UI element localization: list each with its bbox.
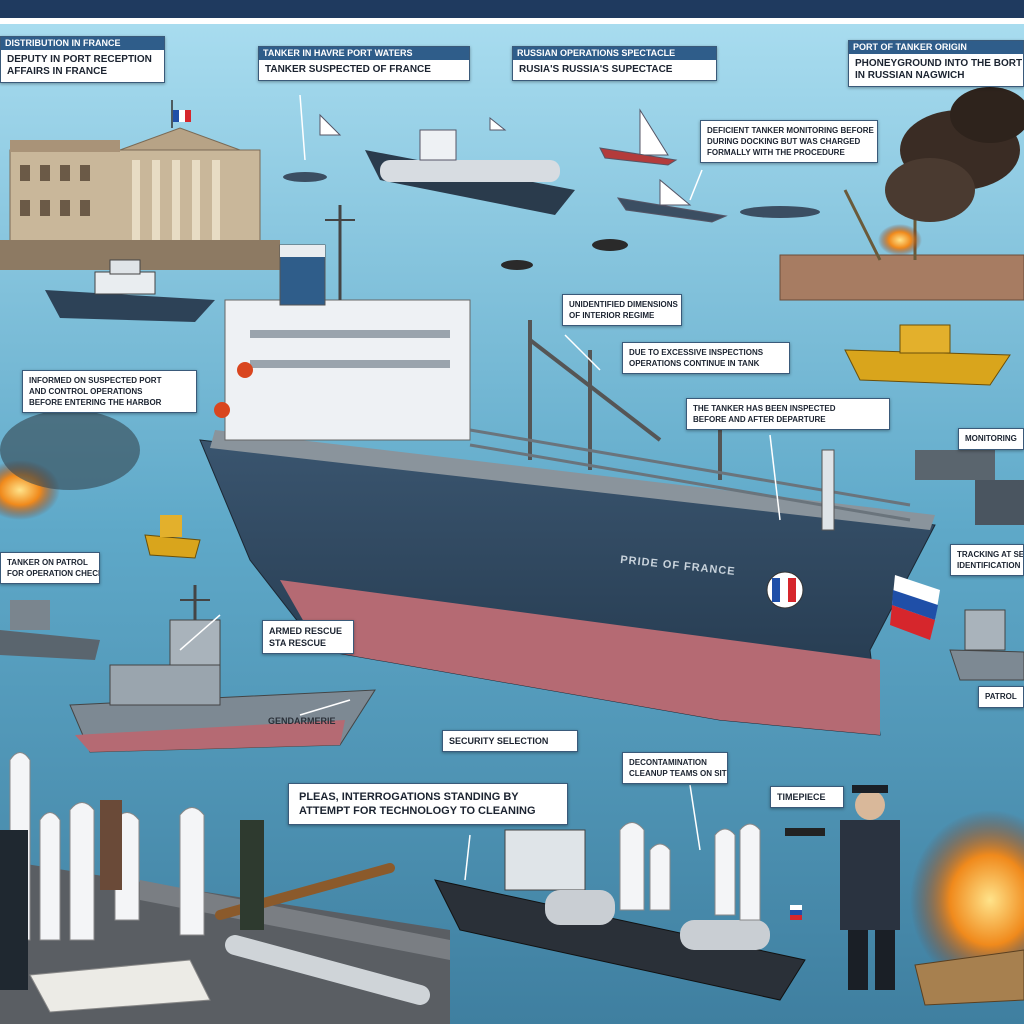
harbor-scene [0,24,1024,1024]
callout-right-bottom: PATROL [978,686,1024,708]
french-flag-icon [171,100,191,128]
callout-top-right: RUSSIAN OPERATIONS SPECTACLE RUSIA'S RUS… [512,46,717,81]
callout-left-mid: INFORMED ON SUSPECTED PORT AND CONTROL O… [22,370,197,413]
patrol-vessel-name: GENDARMERIE [268,716,336,726]
burning-pier [779,87,1024,301]
warship-left [0,600,100,660]
callout-right-mid: MONITORING [958,428,1024,450]
yellow-tug-right [844,324,1011,386]
callout-security-tag: SECURITY SELECTION [442,730,578,752]
palace-building [0,100,280,270]
smoke-icon [885,87,1024,222]
main-tanker[interactable] [199,205,940,736]
distant-tanker [365,129,575,215]
callout-harbor-note: DEFICIENT TANKER MONITORING BEFORE DURIN… [700,120,878,163]
callout-top-center: TANKER IN HAVRE PORT WATERS TANKER SUSPE… [258,46,470,81]
patrol-boat-left [45,259,215,322]
fire-icon [878,224,922,256]
callout-left-low: TANKER ON PATROL FOR OPERATION CHECKS [0,552,100,584]
people-group [0,752,264,990]
officer-figure [785,785,900,990]
callout-naval-tag: ARMED RESCUE STA RESCUE [262,620,354,654]
callout-far-right: PORT OF TANKER ORIGIN PHONEYGROUND INTO … [848,40,1024,87]
callout-hull-note: THE TANKER HAS BEEN INSPECTED BEFORE AND… [686,398,890,430]
sailboats [319,108,728,223]
callout-right-lower: TRACKING AT SEA IDENTIFICATION [950,544,1024,576]
russian-flag-icon [890,575,940,640]
callout-cleanup: DECONTAMINATION CLEANUP TEAMS ON SITE [622,752,728,784]
yellow-tug-left [144,515,201,559]
header-bar [0,0,1024,24]
callout-deck-note: DUE TO EXCESSIVE INSPECTIONS OPERATIONS … [622,342,790,374]
callout-crane-note: UNIDENTIFIED DIMENSIONS OF INTERIOR REGI… [562,294,682,326]
callout-top-left: DISTRIBUTION IN FRANCE DEPUTY IN PORT RE… [0,36,165,83]
callout-tip-tag: TIMEPIECE [770,786,844,808]
callout-pleas: PLEAS, INTERROGATIONS STANDING BY ATTEMP… [288,783,568,825]
cleanup-barge[interactable] [434,822,806,1001]
naval-patrol-vessel[interactable] [69,585,376,753]
